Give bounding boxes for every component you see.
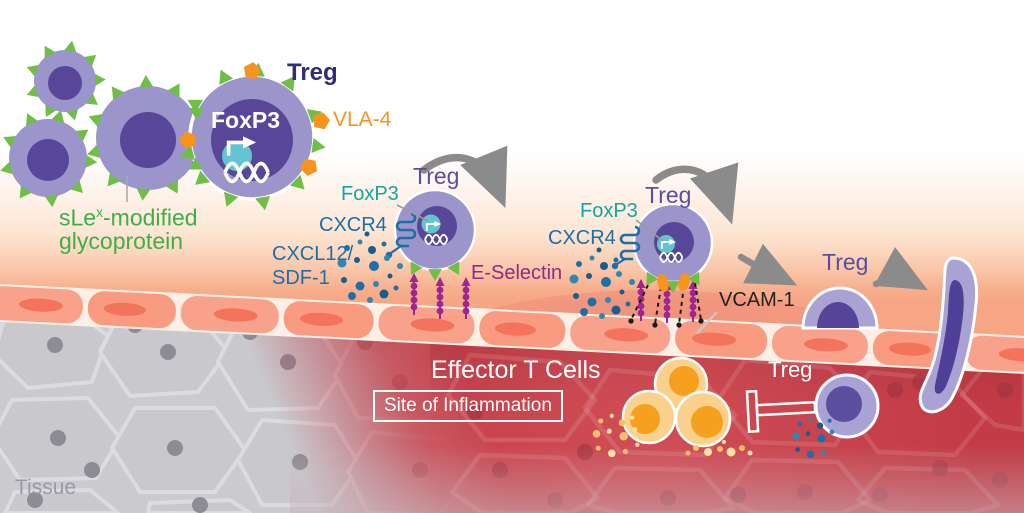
bottom-fade — [290, 440, 1024, 513]
foxp3-leader-line — [635, 219, 664, 242]
vcam1-bonds — [630, 282, 702, 325]
effector-secretion-dots — [685, 440, 753, 457]
cxcr4-label-rolling: CXCR4 — [319, 214, 387, 236]
transmigrating-treg-cell — [801, 286, 879, 330]
treg-label-circulating: Treg — [287, 59, 338, 86]
migration-arrows — [420, 145, 928, 291]
arrest-treg-cell — [632, 202, 714, 284]
effector-secretion-dots — [592, 413, 640, 458]
effector-t-cells-label: Effector T Cells — [431, 356, 601, 384]
e-selectin-label: E-Selectin — [471, 262, 563, 284]
treg-label-arrest: Treg — [645, 182, 692, 208]
arrest-vla4-receptors — [657, 273, 690, 292]
site-of-inflammation-box: Site of Inflammation — [373, 390, 563, 423]
treg-label-tissue: Treg — [768, 357, 813, 382]
tissue-label: Tissue — [15, 476, 77, 499]
effector-t-cells — [621, 356, 732, 448]
vcam1-leader-line — [696, 311, 718, 334]
migration-arrow-3 — [737, 243, 798, 286]
rolling-treg-cell — [393, 188, 477, 272]
migration-arrow-1 — [420, 145, 508, 209]
cxcl12-sdf1-dots — [569, 247, 635, 319]
vcam1-and-eselectin-receptors-arrest — [628, 278, 704, 328]
cxcl12-sdf1-label: CXCL12/SDF-1 — [272, 243, 354, 289]
circulating-treg-cells — [9, 50, 200, 197]
foxp3-leader-line — [396, 204, 429, 222]
cxcr4-label-arrest: CXCR4 — [548, 227, 616, 249]
cxcr4-ligand-arrest — [611, 258, 626, 270]
foxp3-label-arrest: FoxP3 — [580, 200, 638, 222]
tissue-treg-cell — [814, 373, 880, 439]
treg-label-rolling: Treg — [413, 163, 460, 189]
foxp3-label-circulating: FoxP3 — [211, 107, 281, 133]
migration-arrow-4 — [872, 247, 928, 291]
vla4-label: VLA-4 — [333, 108, 392, 131]
treg-label-transmigrating: Treg — [822, 249, 869, 275]
migration-arrow-2 — [652, 162, 739, 225]
vcam1-label: VCAM-1 — [719, 289, 795, 311]
cxcl12-sdf1-dots — [337, 231, 403, 303]
vcam1-feet — [628, 318, 704, 328]
foxp3-label-rolling: FoxP3 — [341, 183, 399, 205]
extravasating-treg-cell — [918, 256, 979, 414]
treg-secretion-dots — [792, 417, 835, 458]
